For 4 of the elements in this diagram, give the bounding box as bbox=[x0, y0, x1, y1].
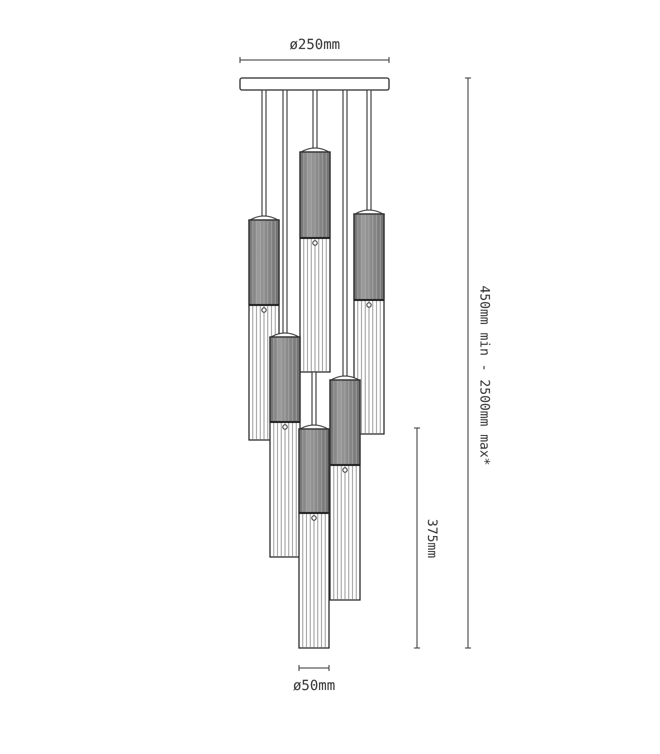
dimension-label: 450mm min - 2500mm max* bbox=[478, 285, 490, 465]
dimension-label: 375mm bbox=[424, 518, 438, 558]
dimension-label: ø50mm bbox=[293, 679, 336, 693]
dimension-label: ø250mm bbox=[290, 38, 340, 52]
